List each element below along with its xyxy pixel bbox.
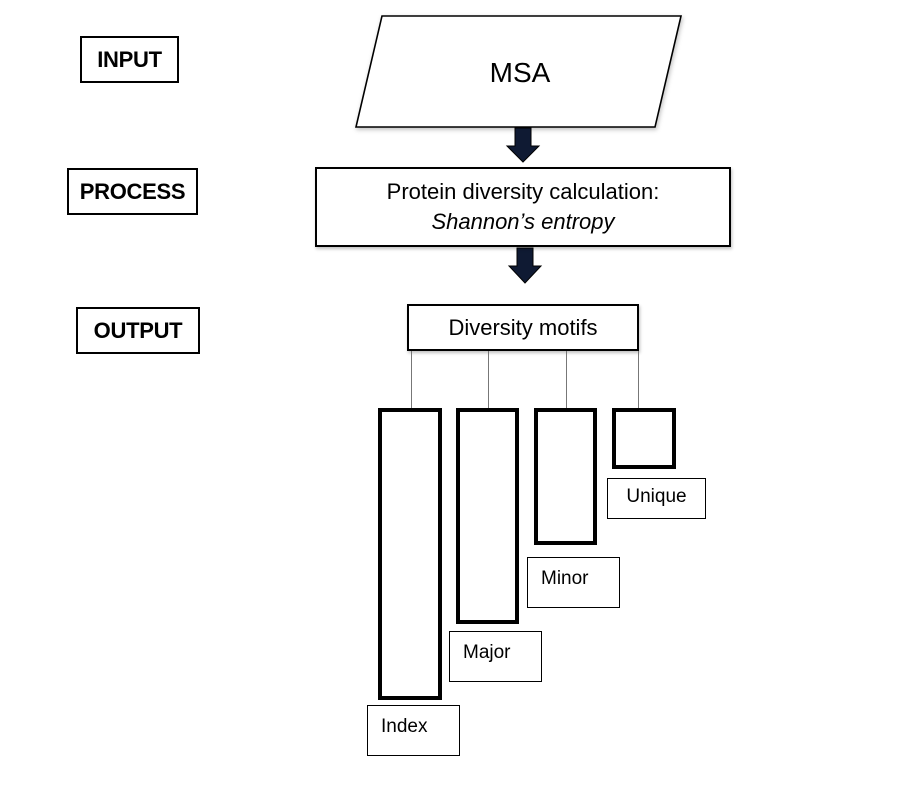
process-node: Protein diversity calculation: Shannon’s… xyxy=(315,167,731,247)
process-node-line2: Shannon’s entropy xyxy=(431,209,615,234)
motif-bar-minor xyxy=(534,408,597,545)
motif-label-major: Major xyxy=(449,631,542,682)
input-node: MSA xyxy=(400,50,640,96)
stage-label-input-text: INPUT xyxy=(97,46,162,72)
process-node-line1: Protein diversity calculation: xyxy=(386,179,660,204)
stage-label-output-text: OUTPUT xyxy=(93,317,183,343)
connector-major xyxy=(488,351,489,409)
motif-bar-major xyxy=(456,408,519,624)
motif-label-minor: Minor xyxy=(527,557,620,608)
motif-label-minor-text: Minor xyxy=(541,568,589,589)
stage-label-process-text: PROCESS xyxy=(79,178,186,204)
motif-label-major-text: Major xyxy=(463,642,511,663)
connector-minor xyxy=(566,351,567,409)
motif-label-unique: Unique xyxy=(607,478,706,519)
motif-label-index: Index xyxy=(367,705,460,756)
input-node-label: MSA xyxy=(489,57,551,88)
stage-label-output: OUTPUT xyxy=(76,307,200,354)
connector-unique xyxy=(638,351,639,409)
stage-label-input: INPUT xyxy=(80,36,179,83)
arrow-down-icon xyxy=(505,127,541,163)
motif-label-unique-text: Unique xyxy=(626,486,687,507)
output-node: Diversity motifs xyxy=(407,304,639,351)
stage-label-process: PROCESS xyxy=(67,168,198,215)
motif-bar-unique xyxy=(612,408,676,469)
input-node-shape xyxy=(354,15,683,128)
connector-index xyxy=(411,351,412,409)
output-node-label: Diversity motifs xyxy=(448,314,598,340)
motif-bar-index xyxy=(378,408,442,700)
arrow-down-icon xyxy=(507,247,543,284)
motif-label-index-text: Index xyxy=(381,716,428,737)
